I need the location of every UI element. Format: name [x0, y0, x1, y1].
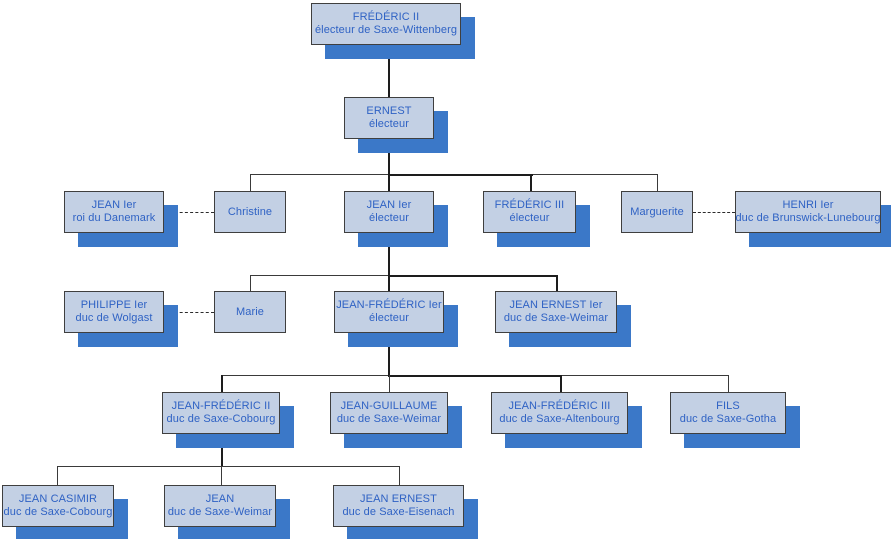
node-name: JEAN Ier — [366, 199, 412, 211]
node-name: ERNEST — [366, 105, 412, 117]
node-name: JEAN — [205, 493, 235, 505]
node-title: duc de Saxe-Weimar — [503, 312, 609, 324]
connector-drop-jean-ernest-ier — [556, 275, 558, 291]
connector-drop-jean-frederic-ii — [221, 375, 223, 392]
connector-drop-jean-casimir — [57, 466, 58, 485]
connector-drop-fils — [728, 375, 729, 392]
node-name: FRÉDÉRIC II — [352, 11, 420, 23]
marriage-link-jean-ier-christine — [164, 212, 214, 213]
node-marie[interactable]: Marie — [214, 291, 286, 333]
connector-jean-ier-trunk-down — [388, 233, 390, 275]
node-title: duc de Saxe-Weimar — [336, 413, 442, 425]
connector-drop-christine — [250, 174, 251, 191]
connector-drop-marguerite — [657, 174, 658, 191]
node-name: Marie — [235, 305, 264, 318]
connector-drop-marie — [250, 275, 251, 291]
node-title: électeur — [509, 212, 550, 224]
node-name: JEAN CASIMIR — [18, 493, 98, 505]
connector-gen4-bus-center — [388, 375, 560, 377]
connector-jean-frederic-ier-trunk-down — [388, 333, 390, 375]
node-title: électeur — [369, 118, 409, 130]
node-christine[interactable]: Christine — [214, 191, 286, 233]
node-name: JEAN-FRÉDÉRIC II — [171, 400, 271, 412]
node-name: Marguerite — [630, 205, 684, 218]
node-title: électeur de Saxe-Wittenberg — [314, 24, 458, 36]
node-name: PHILIPPE Ier — [80, 299, 148, 311]
connector-jean-frederic-ii-trunk-down — [221, 434, 223, 466]
node-name: JEAN ERNEST — [360, 493, 437, 505]
connector-gen5-bus — [57, 466, 399, 467]
node-title: duc de Saxe-Cobourg — [166, 413, 276, 425]
node-title: duc de Saxe-Gotha — [679, 413, 777, 425]
connector-frederic-ii-to-ernest — [388, 45, 390, 97]
connector-drop-jean-ier — [388, 174, 390, 191]
node-title: duc de Saxe-Weimar — [167, 506, 273, 518]
node-title: duc de Saxe-Eisenach — [342, 506, 455, 518]
connector-gen2-bus-center — [388, 174, 533, 176]
connector-drop-jean-frederic-ier — [388, 275, 390, 291]
node-name: JEAN Ier — [91, 199, 137, 211]
node-title: duc de Wolgast — [75, 312, 153, 324]
connector-gen3-bus-center — [388, 275, 556, 277]
connector-ernest-trunk-down — [388, 139, 390, 174]
connector-drop-jean-ernest-eisenach — [399, 466, 400, 485]
marriage-link-marguerite-henri — [693, 212, 735, 213]
node-name: HENRI Ier — [782, 199, 834, 211]
marriage-link-philippe-marie — [164, 312, 214, 313]
node-title: roi du Danemark — [72, 212, 156, 224]
node-title: duc de Saxe-Altenbourg — [499, 413, 620, 425]
node-name: FRÉDÉRIC III — [494, 199, 565, 211]
node-name: FILS — [716, 400, 740, 412]
node-title: duc de Brunswick-Lunebourg — [735, 212, 881, 224]
node-name: JEAN-FRÉDÉRIC Ier — [336, 299, 442, 311]
node-marguerite[interactable]: Marguerite — [621, 191, 693, 233]
node-name: JEAN-GUILLAUME — [340, 400, 438, 412]
node-title: électeur — [369, 312, 409, 324]
node-name: JEAN-FRÉDÉRIC III — [508, 400, 611, 412]
node-name: JEAN ERNEST Ier — [509, 299, 603, 311]
connector-drop-jean-weimar — [221, 466, 222, 485]
node-name: Christine — [227, 205, 273, 218]
connector-drop-jean-guillaume — [389, 375, 390, 392]
connector-drop-frederic-iii — [530, 174, 532, 191]
connector-drop-jean-frederic-iii — [560, 375, 562, 392]
node-title: électeur — [369, 212, 409, 224]
node-title: duc de Saxe-Cobourg — [3, 506, 113, 518]
